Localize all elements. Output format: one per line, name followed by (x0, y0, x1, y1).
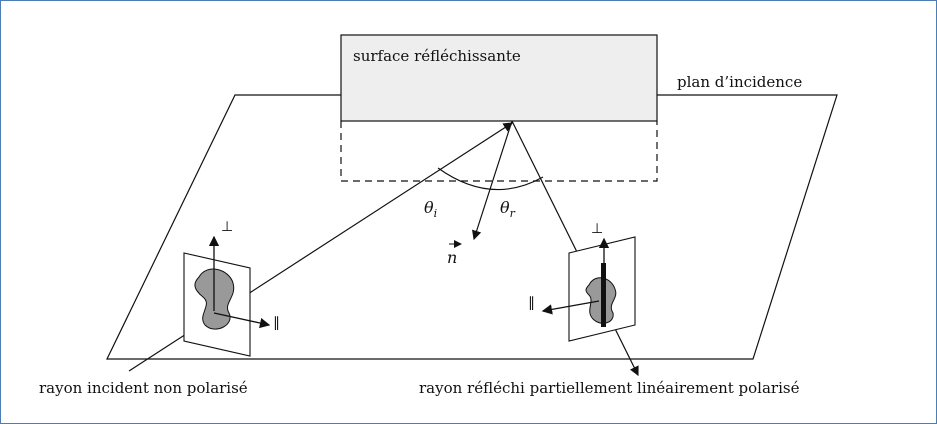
surface-label: surface réfléchissante (353, 47, 521, 65)
right-perp-symbol: ⊥ (591, 221, 603, 237)
normal-vector (472, 120, 513, 241)
theta-r-symbol: θr (500, 198, 516, 220)
right-polarization-blob (585, 277, 617, 324)
right-parallel-arrow (541, 300, 600, 315)
incidence-plane (106, 94, 838, 360)
theta-i-symbol: θi (424, 198, 437, 220)
reflected-ray-label: rayon réfléchi partiellement linéairemen… (419, 379, 800, 397)
left-parallel-symbol: ∥ (273, 315, 280, 331)
left-parallel-arrow (213, 312, 271, 329)
svg-text:n: n (447, 248, 457, 267)
incident-ray-label: rayon incident non polarisé (39, 379, 248, 397)
surface-dashed-outline (340, 121, 658, 182)
normal-symbol: n (447, 240, 462, 267)
right-parallel-symbol: ∥ (528, 295, 535, 311)
left-perp-symbol: ⊥ (221, 219, 233, 235)
plane-label: plan d’incidence (677, 73, 802, 91)
reflecting-surface (340, 34, 658, 122)
angle-arc (437, 167, 544, 191)
reflected-ray (511, 120, 639, 377)
